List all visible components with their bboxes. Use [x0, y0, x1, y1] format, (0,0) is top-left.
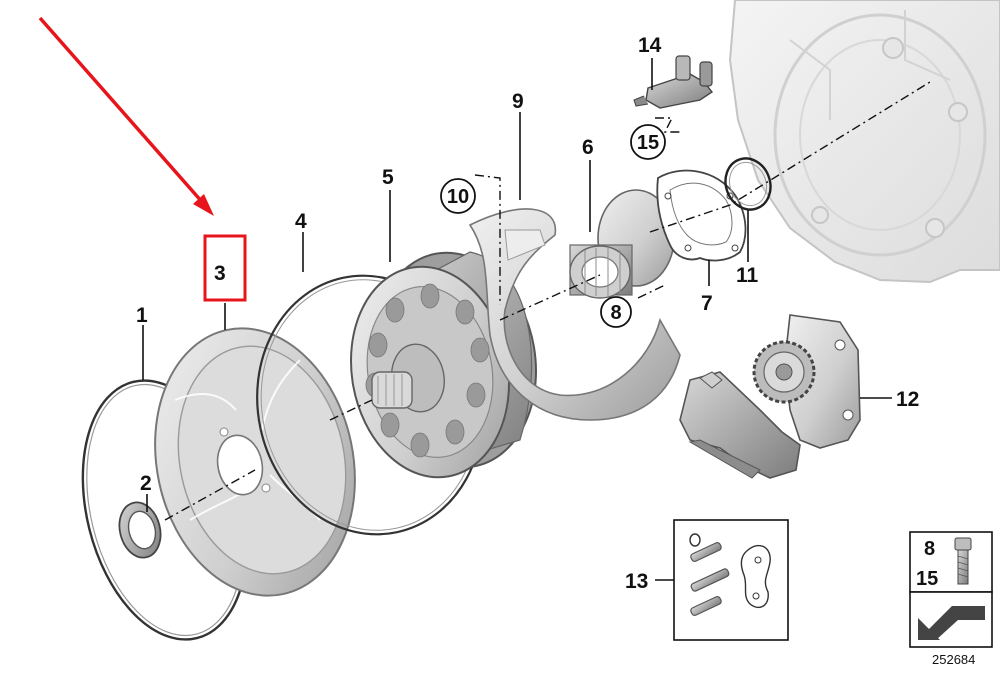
callout-5: 5	[382, 166, 394, 189]
part-3-cover-plate	[154, 327, 356, 597]
circled-callout-10: 10	[440, 178, 476, 214]
callout-1: 1	[136, 304, 148, 327]
part-13-kit-box	[673, 519, 789, 641]
part-14-sensor	[633, 55, 714, 109]
callout-2: 2	[140, 472, 152, 495]
callout-6: 6	[582, 136, 594, 159]
part-11-oring	[724, 157, 772, 211]
callout-8: 8	[610, 302, 621, 324]
callout-10: 10	[447, 186, 469, 208]
transmission-housing	[728, 0, 1000, 284]
callout-15: 15	[637, 132, 659, 154]
circled-callout-8: 8	[600, 296, 632, 328]
callout-13: 13	[625, 570, 648, 593]
part-12-oil-pump	[679, 314, 861, 479]
callout-14: 14	[638, 34, 662, 57]
centerlines	[164, 81, 931, 521]
leader-lines	[142, 58, 892, 581]
part-5-clutch	[350, 251, 537, 479]
callout-3: 3	[214, 262, 226, 285]
image-number: 252684	[932, 652, 975, 667]
callout-11: 11	[736, 264, 759, 287]
part-7-gasket	[656, 169, 747, 262]
callout-12: 12	[896, 388, 919, 411]
reference-box: 8 15	[909, 531, 993, 648]
direction-arrow-icon	[918, 606, 985, 640]
callout-4: 4	[295, 210, 307, 233]
circled-callout-15: 15	[630, 124, 666, 160]
reference-label-8: 8	[924, 538, 935, 560]
callout-9: 9	[512, 90, 524, 113]
part-9-shield	[468, 208, 681, 421]
highlight-box-3	[203, 234, 247, 302]
callout-7: 7	[701, 292, 713, 315]
red-pointer-arrow	[38, 16, 214, 216]
part-2-seal	[118, 501, 162, 559]
reference-label-15: 15	[916, 568, 938, 590]
bolt-icon	[954, 537, 972, 585]
